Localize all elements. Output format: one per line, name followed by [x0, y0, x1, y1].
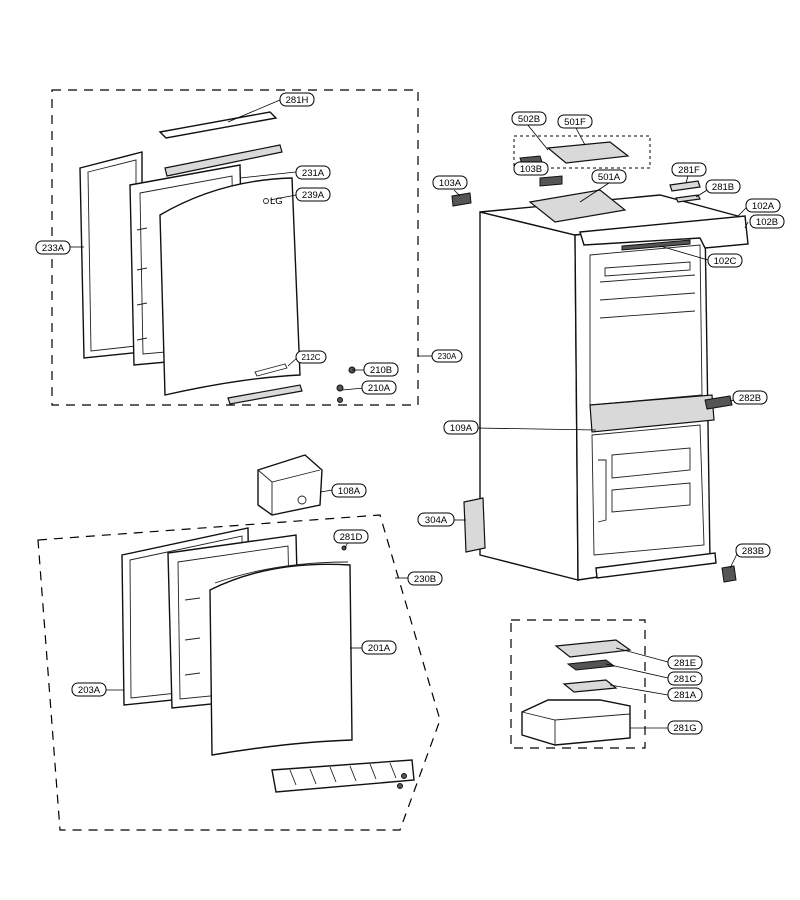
- part-281B: [675, 194, 701, 203]
- top-control-assembly: [451, 135, 701, 223]
- part-108A: [257, 454, 323, 516]
- callout-230A: 230A: [431, 349, 463, 363]
- upper-door-panel: [159, 177, 301, 396]
- svg-text:281G: 281G: [673, 723, 696, 734]
- callout-210B: 210B: [363, 362, 399, 377]
- svg-text:230A: 230A: [438, 352, 457, 361]
- callout-281C: 281C: [667, 671, 703, 686]
- part-281A: [562, 679, 618, 693]
- svg-text:281C: 281C: [674, 674, 697, 685]
- svg-text:283B: 283B: [742, 546, 764, 557]
- svg-text:281F: 281F: [678, 165, 700, 176]
- svg-text:103B: 103B: [520, 164, 542, 175]
- callout-102B: 102B: [749, 214, 785, 229]
- callout-102C: 102C: [707, 253, 743, 268]
- svg-text:501A: 501A: [598, 172, 621, 183]
- callout-230B: 230B: [407, 571, 443, 586]
- svg-text:304A: 304A: [425, 515, 448, 526]
- cabinet-side: [479, 211, 579, 581]
- callout-203A: 203A: [71, 682, 107, 697]
- svg-text:233A: 233A: [42, 243, 65, 254]
- svg-text:212C: 212C: [301, 353, 320, 362]
- brand-logo: LG: [270, 196, 283, 207]
- svg-text:108A: 108A: [338, 486, 361, 497]
- svg-text:103A: 103A: [439, 178, 462, 189]
- callout-501F: 501F: [557, 114, 593, 129]
- svg-text:501F: 501F: [564, 117, 586, 128]
- callout-281E: 281E: [667, 655, 703, 670]
- callout-102A: 102A: [745, 198, 781, 213]
- upper-door-group-boundary: [51, 89, 419, 406]
- lower-door-group-boundary: [37, 514, 441, 831]
- part-103B: [539, 175, 563, 187]
- svg-text:201A: 201A: [368, 643, 391, 654]
- part-281C: [566, 659, 616, 671]
- lower-door-panel: [209, 563, 353, 756]
- svg-text:102A: 102A: [752, 201, 775, 212]
- callout-282B: 282B: [732, 390, 768, 405]
- svg-text:282B: 282B: [739, 393, 761, 404]
- callout-233A: 233A: [35, 240, 71, 255]
- part-281F: [669, 180, 701, 192]
- lower-door-group: [37, 514, 441, 831]
- callout-502B: 502B: [511, 111, 547, 126]
- svg-text:502B: 502B: [518, 114, 540, 125]
- control-frame-501A: [528, 189, 627, 223]
- callout-281A: 281A: [667, 687, 703, 702]
- callout-109A: 109A: [443, 420, 479, 435]
- upper-door-group: LG: [51, 89, 419, 406]
- svg-text:281E: 281E: [674, 658, 696, 669]
- callout-212C: 212C: [295, 350, 327, 364]
- cabinet-base-rail: [595, 552, 717, 579]
- callout-281B: 281B: [705, 179, 741, 194]
- cabinet-divider: [589, 394, 715, 433]
- upper-handle-281H: [158, 111, 278, 139]
- svg-text:102B: 102B: [756, 217, 778, 228]
- svg-text:231A: 231A: [302, 168, 325, 179]
- upper-door-bottom-strip: [227, 384, 303, 405]
- top-assembly-boundary: [513, 135, 651, 169]
- svg-text:281D: 281D: [340, 532, 363, 543]
- part-283B: [721, 565, 737, 583]
- svg-text:239A: 239A: [302, 190, 325, 201]
- part-281E: [554, 639, 632, 658]
- control-cover-501F: [546, 141, 630, 164]
- ice-bin-group: [510, 619, 646, 749]
- callout-304A: 304A: [417, 512, 455, 527]
- svg-text:281H: 281H: [286, 95, 309, 106]
- svg-text:210B: 210B: [370, 365, 392, 376]
- callout-281D: 281D: [333, 529, 369, 544]
- lower-door-bottom-cover: [271, 759, 415, 793]
- upper-door-top-cap: [164, 144, 283, 177]
- ice-bin-group-boundary: [510, 619, 646, 749]
- part-304A: [463, 497, 486, 553]
- callout-501A: 501A: [591, 169, 627, 184]
- callout-labels: 281H 231A 239A 233A 212C 210B 210A 230A …: [35, 92, 785, 735]
- part-103A: [451, 192, 472, 207]
- callout-103B: 103B: [513, 161, 549, 176]
- callout-239A: 239A: [295, 187, 331, 202]
- callout-210A: 210A: [361, 380, 397, 395]
- svg-text:203A: 203A: [78, 685, 101, 696]
- svg-text:230B: 230B: [414, 574, 436, 585]
- callout-103A: 103A: [432, 175, 468, 190]
- svg-text:210A: 210A: [368, 383, 391, 394]
- leader-lines: [68, 99, 749, 729]
- callout-108A: 108A: [331, 483, 367, 498]
- refrigerator-cabinet: [479, 194, 749, 581]
- callout-281H: 281H: [279, 92, 315, 107]
- svg-text:102C: 102C: [714, 256, 737, 267]
- callout-231A: 231A: [295, 165, 331, 180]
- svg-text:109A: 109A: [450, 423, 473, 434]
- svg-text:281A: 281A: [674, 690, 697, 701]
- callout-281F: 281F: [671, 162, 707, 177]
- ice-bin-281G: [521, 699, 631, 746]
- top-hinge-bracket: [579, 215, 749, 249]
- callout-281G: 281G: [667, 720, 703, 735]
- callout-201A: 201A: [361, 640, 397, 655]
- svg-text:281B: 281B: [712, 182, 734, 193]
- callout-283B: 283B: [735, 543, 771, 558]
